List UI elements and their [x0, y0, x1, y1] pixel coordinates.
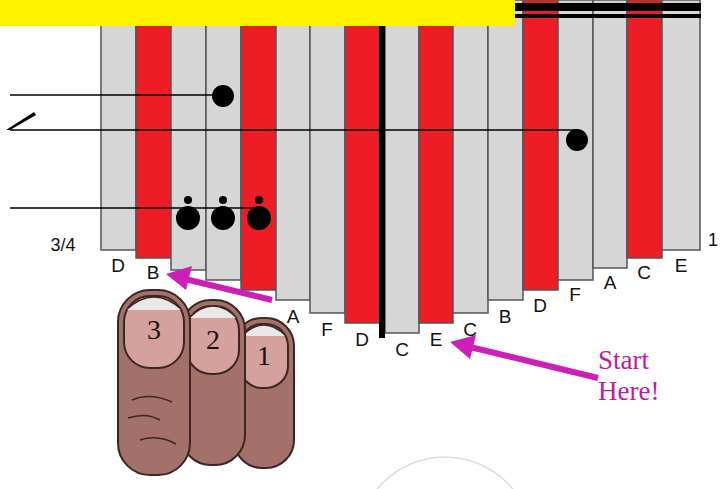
tie-mark — [6, 112, 36, 130]
pointer-arrows — [166, 266, 598, 378]
top-bar — [515, 14, 701, 18]
title-band — [0, 0, 515, 26]
key-note: B — [147, 263, 160, 282]
key-note: C — [463, 320, 477, 339]
kalimba-keys — [101, 0, 700, 333]
note-dots — [176, 85, 588, 230]
finger-number: 1 — [257, 342, 271, 370]
faint-circle — [357, 457, 533, 489]
key-note: E — [675, 256, 688, 275]
finger-number: 3 — [147, 316, 161, 344]
key-note: A — [604, 273, 617, 292]
fingers — [118, 290, 294, 475]
key-note: A — [287, 307, 300, 326]
center-bar — [379, 0, 385, 338]
key-note: D — [111, 256, 125, 275]
finger-number: 2 — [206, 326, 220, 354]
key-note: E — [430, 330, 443, 349]
key-note: D — [355, 330, 369, 349]
staff-lines — [10, 95, 577, 208]
top-bar — [515, 3, 701, 11]
key-note: B — [499, 307, 512, 326]
start-callout: Start Here! — [598, 345, 708, 407]
key-note: C — [637, 263, 651, 282]
key-note: D — [533, 296, 547, 315]
key-note: C — [395, 340, 409, 359]
key-note: F — [569, 285, 581, 304]
key-note: F — [321, 320, 333, 339]
measure-number: 1 — [708, 231, 718, 249]
time-signature: 3/4 — [50, 236, 75, 254]
